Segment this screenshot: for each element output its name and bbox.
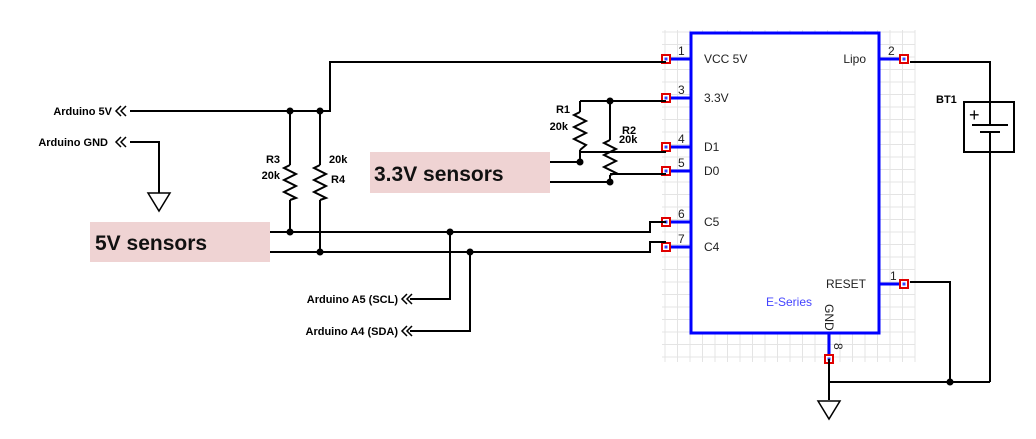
wire-reset[interactable] (910, 281, 951, 382)
offsheet-label: Arduino GND (38, 137, 108, 149)
pin-name: Lipo (843, 52, 866, 66)
wire-arduino-gnd[interactable] (130, 141, 160, 193)
pin-name: C5 (704, 215, 720, 229)
resistor-value: 20k (550, 121, 569, 133)
double-chevron-icon (114, 136, 122, 148)
offsheet-label: Arduino A5 (SCL) (307, 294, 399, 306)
pin-pad-center (902, 57, 906, 61)
junction (316, 107, 324, 115)
resistor-r1[interactable]: R1 20k (550, 104, 589, 151)
note-5v-sensors[interactable]: 5V sensors (90, 222, 270, 262)
pin-number: 7 (678, 232, 685, 246)
ground-icon (146, 192, 172, 213)
pin-number: 8 (831, 343, 845, 350)
ground-icon (816, 400, 842, 421)
offsheet-arduino-a4[interactable]: Arduino A4 (SDA) (306, 325, 413, 338)
pin-pad-center (664, 96, 668, 100)
junctions (286, 97, 954, 386)
module-series-label: E-Series (766, 295, 812, 309)
battery-ref: BT1 (936, 94, 957, 106)
pin-name: D0 (704, 164, 720, 178)
note-33v-sensors[interactable]: 3.3V sensors (370, 152, 550, 193)
pin-name: C4 (704, 240, 720, 254)
offsheet-arduino-a5[interactable]: Arduino A5 (SCL) (307, 293, 413, 306)
resistor-r2[interactable]: R2 20k (601, 125, 638, 176)
double-chevron-icon (400, 325, 408, 337)
pin-number: 6 (678, 207, 685, 221)
note-text: 5V sensors (95, 232, 207, 255)
pin-number: 2 (888, 44, 895, 58)
pin-pad-center (664, 57, 668, 61)
pin-pad-center (902, 282, 906, 286)
junction (576, 158, 584, 166)
wire-5v[interactable] (130, 61, 666, 112)
wire-arduino-a4[interactable] (410, 252, 471, 332)
junction (286, 228, 294, 236)
junction (606, 97, 614, 105)
pin-number: 4 (678, 132, 685, 146)
offsheet-arduino-gnd[interactable]: Arduino GND (38, 136, 127, 149)
offsheet-arduino-5v[interactable]: Arduino 5V (53, 105, 127, 118)
junction (606, 178, 614, 186)
resistor-r3[interactable]: R3 20k (262, 154, 299, 201)
battery-bt1[interactable]: + BT1 (936, 94, 1015, 153)
wire-arduino-a5[interactable] (410, 232, 451, 300)
pin-number: 1 (678, 44, 685, 58)
resistor-ref: R4 (331, 174, 346, 186)
wire-c5-scl[interactable] (270, 221, 666, 233)
offsheet-label: Arduino 5V (53, 106, 112, 118)
resistor-r4[interactable]: 20k R4 (311, 154, 348, 201)
offsheet-label: Arduino A4 (SDA) (306, 326, 399, 338)
wires (130, 61, 991, 400)
junction (466, 248, 474, 256)
note-text: 3.3V sensors (374, 163, 504, 186)
pin-pad-center (664, 245, 668, 249)
resistor-value: 20k (329, 154, 348, 166)
pin-number: 3 (678, 83, 685, 97)
pin-pad-center (664, 145, 668, 149)
pin-name: VCC 5V (704, 52, 747, 66)
resistor-value: 20k (262, 170, 281, 182)
junction (446, 228, 454, 236)
resistor-ref: R3 (266, 154, 280, 166)
pin-number: 1 (890, 269, 897, 283)
battery-plus-sign: + (969, 105, 980, 125)
resistor-ref: R2 (622, 125, 636, 137)
module-body[interactable] (689, 31, 881, 335)
wire-c4-sda[interactable] (270, 241, 666, 253)
junction (316, 248, 324, 256)
wire-lipo[interactable] (910, 61, 991, 102)
junction (286, 107, 294, 115)
pin-name: D1 (704, 140, 720, 154)
resistor-ref: R1 (556, 104, 570, 116)
pin-number: 5 (678, 156, 685, 170)
pin-pad-center (664, 169, 668, 173)
pin-name: RESET (826, 277, 867, 291)
double-chevron-icon (114, 105, 122, 117)
pin-name: GND (822, 304, 836, 331)
resistor-value: 20k (619, 134, 638, 146)
double-chevron-icon (400, 293, 408, 305)
junction (946, 378, 954, 386)
pin-name: 3.3V (704, 91, 729, 105)
